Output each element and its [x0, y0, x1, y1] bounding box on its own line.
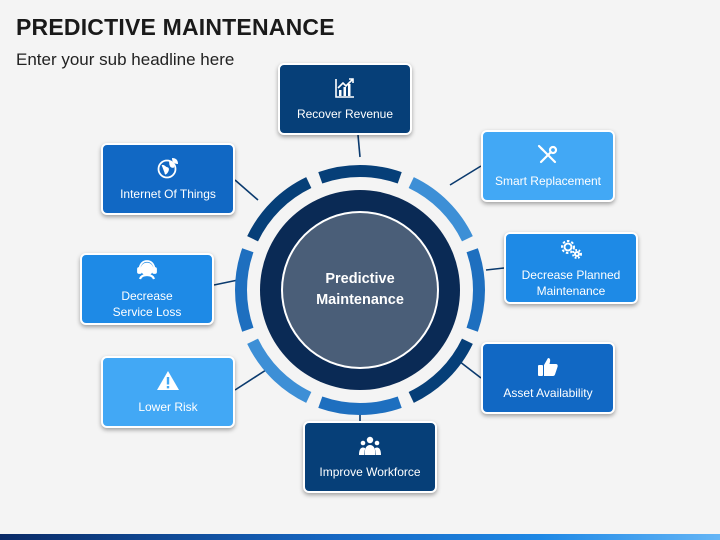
ring-segment [318, 164, 402, 184]
box-recover-revenue[interactable]: Recover Revenue [278, 63, 412, 135]
outer-ring [235, 164, 485, 415]
gears-icon [561, 239, 582, 259]
connector-line [449, 165, 482, 186]
connector-line [234, 179, 259, 201]
ring-segment [247, 338, 312, 403]
globe-leaf-icon [157, 157, 178, 179]
box-label: Smart Replacement [494, 173, 602, 188]
box-smart-replacement[interactable]: Smart Replacement [481, 130, 615, 202]
box-internet-of-things[interactable]: Internet Of Things [101, 143, 235, 215]
bottom-accent-bar [0, 534, 720, 540]
ring-segment [408, 177, 473, 242]
connector-line [234, 369, 267, 391]
wrench-screwdriver-icon [537, 144, 558, 164]
connector-lines [213, 134, 505, 421]
box-label: Recover Revenue [296, 106, 394, 121]
ring-segment [318, 396, 402, 415]
center-label: Predictive Maintenance [316, 270, 404, 308]
box-lower-risk[interactable]: Lower Risk [101, 356, 235, 428]
connector-line [485, 267, 505, 271]
box-label: Internet Of Things [120, 186, 216, 201]
connector-line [357, 134, 361, 158]
box-asset-availability[interactable]: Asset Availability [481, 342, 615, 414]
ring-segment [466, 248, 485, 332]
connector-line [213, 279, 239, 286]
page-title: PREDICTIVE MAINTENANCE [16, 14, 335, 40]
ring-segment [235, 248, 254, 332]
center-circle [283, 213, 437, 367]
box-decrease-planned-maintenance[interactable]: Decrease Planned Maintenance [504, 232, 638, 304]
thumbs-up-icon [538, 357, 558, 376]
box-label: Lower Risk [138, 399, 198, 414]
ring-segment [408, 338, 473, 403]
box-label: Improve Workforce [319, 464, 421, 479]
support-agent-icon [137, 259, 157, 280]
bar-chart-growth-icon [335, 78, 354, 98]
box-label: Asset Availability [503, 385, 593, 400]
box-label: Decrease Planned Maintenance [521, 267, 621, 298]
warning-icon [157, 370, 179, 390]
ring-segment [247, 177, 312, 242]
page-subtitle: Enter your sub headline here [16, 50, 235, 69]
team-icon [359, 436, 381, 455]
box-improve-workforce[interactable]: Improve Workforce [303, 421, 437, 493]
box-decrease-service-loss[interactable]: Decrease Service Loss [80, 253, 214, 325]
box-label: Decrease Service Loss [112, 288, 182, 319]
